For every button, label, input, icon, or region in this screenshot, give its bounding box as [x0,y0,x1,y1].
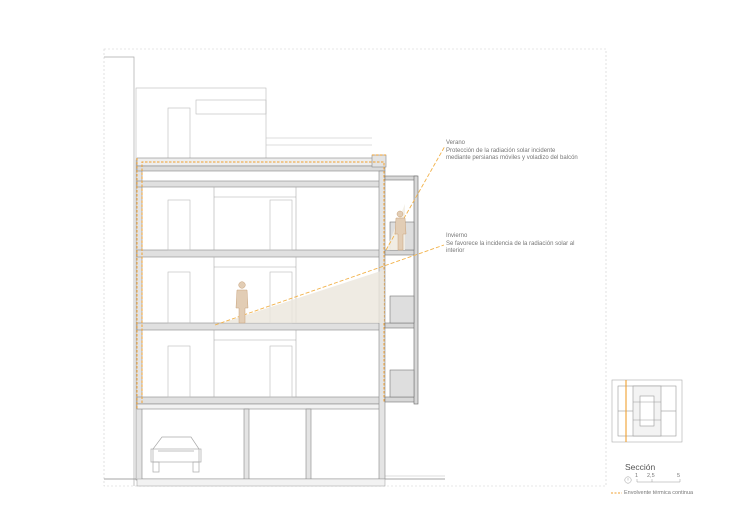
interior-doors [167,199,293,398]
car-outline [150,436,202,473]
summer-line-2: mediante persianas móviles y voladizo de… [446,155,578,161]
winter-sun-ray [214,244,445,326]
ground-slab [136,478,386,487]
winter-line-2: interior [446,248,465,254]
balconies [384,175,419,405]
rooftop-volume [135,87,372,164]
winter-annotation: Invierno Se favorece la incidencia de la… [446,233,574,256]
thermal-envelope-line [136,154,386,410]
scale-bar [624,476,681,484]
person-figure-summer [394,210,407,251]
summer-heading: Verano [446,140,466,146]
scale-mark-2: 2,5 [647,473,655,479]
winter-line-1: Se favorece la incidencia de la radiació… [446,240,575,247]
section-title: Sección [625,462,656,472]
scale-mark-1: 1 [635,473,639,479]
winter-sun-zone [222,270,384,323]
summer-annotation: Verano Protección de la radiación solar … [446,140,578,163]
roof [136,154,387,172]
neighbor-building-outline [104,56,135,486]
ground-floor-columns [243,408,312,480]
person-figure-winter [235,281,249,324]
summer-line-1: Protección de la radiación solar inciden… [446,147,556,154]
interior-partitions [213,187,297,397]
legend-label: Envolvente térmica continua [624,490,694,496]
floor-plan-thumbnail [611,379,683,443]
scale-mark-3: 5 [677,473,681,479]
sheet-border [103,48,607,487]
winter-heading: Invierno [446,233,468,239]
